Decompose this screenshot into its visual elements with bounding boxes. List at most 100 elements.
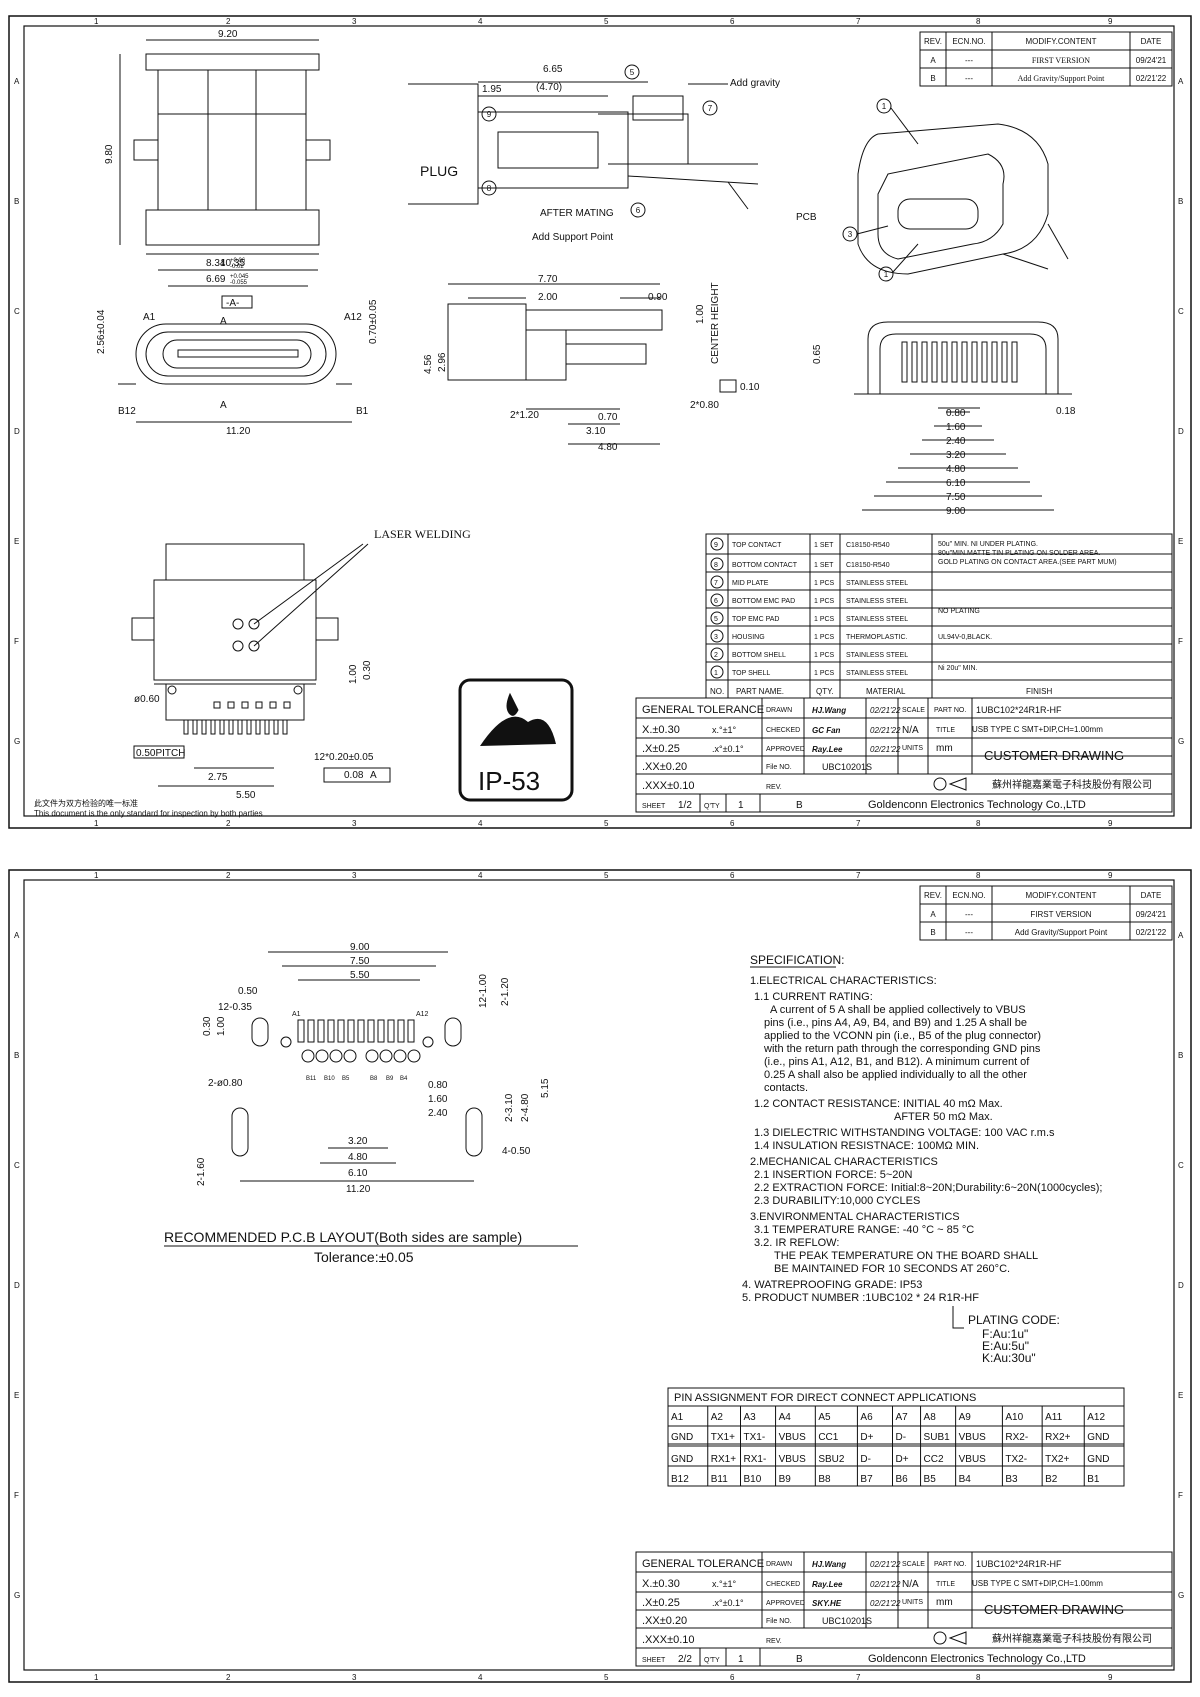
zone-col-bottom-1: 1 bbox=[94, 1673, 99, 1682]
zone-row-E: E bbox=[14, 1391, 19, 1400]
file-no-value: UBC10201S bbox=[822, 762, 872, 772]
iso-balloon-1b: 1 bbox=[884, 270, 889, 279]
dim-0-90: 0.90 bbox=[648, 292, 668, 303]
zone-col-9: 9 bbox=[1108, 871, 1113, 880]
spec-line-19: 3.2. IR REFLOW: bbox=[754, 1237, 839, 1249]
pcb-dim-11-20: 11.20 bbox=[346, 1184, 371, 1195]
zone-col-4: 4 bbox=[478, 17, 483, 26]
spec-line-10: AFTER 50 mΩ Max. bbox=[894, 1111, 993, 1123]
pcb-hole bbox=[301, 1049, 315, 1063]
bom-row-material: STAINLESS STEEL bbox=[846, 580, 908, 587]
approved-by: SKY.HE bbox=[812, 1599, 842, 1608]
dim-6-69-tol-plus: +0.045 bbox=[230, 274, 249, 280]
plating-f: F:Au:1u" bbox=[982, 1327, 1028, 1341]
zone-col-bottom-4: 4 bbox=[478, 819, 483, 828]
pcb-hole bbox=[343, 1049, 357, 1063]
plating-title: PLATING CODE: bbox=[968, 1313, 1060, 1327]
pin-cell: TX1+ bbox=[711, 1432, 735, 1443]
pcb-dim-9-00: 9.00 bbox=[350, 942, 370, 953]
zone-col-5: 5 bbox=[604, 17, 609, 26]
pin-cell: GND bbox=[671, 1454, 693, 1465]
spec-line-11: 1.3 DIELECTRIC WITHSTANDING VOLTAGE: 100… bbox=[754, 1127, 1055, 1139]
pin-cell: RX1+ bbox=[711, 1454, 736, 1465]
balloon-5: 5 bbox=[630, 68, 635, 77]
pin-width-label: 12*0.20±0.05 bbox=[314, 752, 374, 763]
spec-line-22: 4. WATREPROOFING GRADE: IP53 bbox=[742, 1279, 922, 1291]
title-block-2: GENERAL TOLERANCEX.±0.30.X±0.25.XX±0.20.… bbox=[635, 1551, 1173, 1667]
pcb-pad-row bbox=[297, 1019, 415, 1043]
pcb-pin-b11: B11 bbox=[306, 1076, 317, 1082]
bom-row-no: 3 bbox=[714, 634, 718, 641]
ip53-badge: IP-53 bbox=[458, 678, 574, 802]
pin-table-title: PIN ASSIGNMENT FOR DIRECT CONNECT APPLIC… bbox=[674, 1392, 976, 1404]
projection-cone-icon bbox=[948, 1631, 967, 1645]
bom-row-material: THERMOPLASTIC. bbox=[846, 634, 908, 641]
pin-cell: GND bbox=[1087, 1454, 1109, 1465]
bottom-pad bbox=[283, 701, 291, 709]
spec-line-6: (i.e., pins A1, A12, B1, and B12). A min… bbox=[764, 1056, 1030, 1068]
qty-label: Q'TY bbox=[704, 1657, 720, 1664]
pin-cell: A12 bbox=[1087, 1412, 1105, 1423]
general-tolerance: GENERAL TOLERANCE bbox=[642, 1558, 764, 1570]
pcb-dim-7-50: 7.50 bbox=[350, 956, 370, 967]
pcb-tolerance: Tolerance:±0.05 bbox=[314, 1249, 414, 1265]
zone-col-4: 4 bbox=[478, 871, 483, 880]
pcb-pad bbox=[297, 1019, 305, 1043]
pin-b1: B1 bbox=[356, 406, 369, 417]
bom-row-qty: 1 PCS bbox=[814, 652, 835, 659]
pin-cell: B7 bbox=[860, 1474, 873, 1485]
pin-cell: A4 bbox=[779, 1412, 792, 1423]
pitch-label: 0.50PITCH bbox=[136, 748, 185, 759]
drawn-date: 02/21'22 bbox=[870, 706, 901, 715]
pin-a12: A12 bbox=[344, 312, 362, 323]
end-dim-3: 3.20 bbox=[946, 450, 966, 461]
end-pin bbox=[911, 341, 918, 383]
rev-a-ecn: --- bbox=[965, 56, 973, 65]
end-dim-6: 7.50 bbox=[946, 492, 966, 503]
pin-cell: RX1- bbox=[743, 1454, 766, 1465]
scale-label: SCALE bbox=[902, 1561, 925, 1568]
zone-col-3: 3 bbox=[352, 17, 357, 26]
dim-0-65: 0.65 bbox=[812, 344, 823, 364]
rev2-header-ecn: ECN.NO. bbox=[952, 891, 985, 900]
scale-value: N/A bbox=[902, 1579, 919, 1590]
pin-cell: A2 bbox=[711, 1412, 724, 1423]
pin-assignment-table: PIN ASSIGNMENT FOR DIRECT CONNECT APPLIC… bbox=[667, 1387, 1125, 1487]
rev-header-date: DATE bbox=[1141, 37, 1162, 46]
section-a-bottom: A bbox=[220, 400, 227, 411]
dim-0-70: 0.70±0.05 bbox=[368, 299, 379, 344]
zone-col-bottom-7: 7 bbox=[856, 1673, 861, 1682]
zone-col-bottom-2: 2 bbox=[226, 819, 231, 828]
balloon-6: 6 bbox=[636, 206, 641, 215]
rev-header-rev: REV. bbox=[924, 37, 942, 46]
rev2-header-rev: REV. bbox=[924, 891, 942, 900]
title-label: TITLE bbox=[936, 727, 955, 734]
drawn-label: DRAWN bbox=[766, 707, 792, 714]
dim-10-35: 10.35 bbox=[220, 258, 245, 269]
dim-2-96: 2.96 bbox=[437, 352, 448, 372]
zone-row-right-C: C bbox=[1178, 307, 1184, 316]
bom-row-material: STAINLESS STEEL bbox=[846, 670, 908, 677]
pin-cell: D+ bbox=[860, 1432, 873, 1443]
zone-col-bottom-4: 4 bbox=[478, 1673, 483, 1682]
spec-line-12: 1.4 INSULATION RESISTNACE: 100MΩ MIN. bbox=[754, 1140, 979, 1152]
zone-row-right-E: E bbox=[1178, 537, 1183, 546]
pin-cell: GND bbox=[1087, 1432, 1109, 1443]
finish-contacts-2: 80u"MIN.MATTE TIN PLATING ON SOLDER AREA… bbox=[938, 550, 1100, 557]
dim-2-75: 2.75 bbox=[208, 772, 228, 783]
center-height: CENTER HEIGHT bbox=[710, 282, 721, 364]
end-pin bbox=[981, 341, 988, 383]
pcb-label: PCB bbox=[796, 212, 817, 223]
title-value: USB TYPE C SMT+DIP,CH=1.00mm bbox=[972, 1579, 1103, 1588]
after-mating-label: AFTER MATING bbox=[540, 208, 614, 219]
projection-symbol-icon bbox=[933, 777, 947, 791]
section-view: 6.65 1.95 (4.70) PLUG Add gravity AFTER … bbox=[408, 64, 817, 243]
tol-x: X.±0.30 bbox=[642, 1578, 680, 1590]
tol-xxx: .XX±0.20 bbox=[642, 761, 687, 773]
zone-col-9: 9 bbox=[1108, 17, 1113, 26]
end-pin bbox=[991, 341, 998, 383]
zone-col-6: 6 bbox=[730, 871, 735, 880]
pcb-hole bbox=[365, 1049, 379, 1063]
iso-view: 1 3 1 bbox=[842, 98, 1069, 282]
sheet-value: 2/2 bbox=[678, 1654, 692, 1665]
